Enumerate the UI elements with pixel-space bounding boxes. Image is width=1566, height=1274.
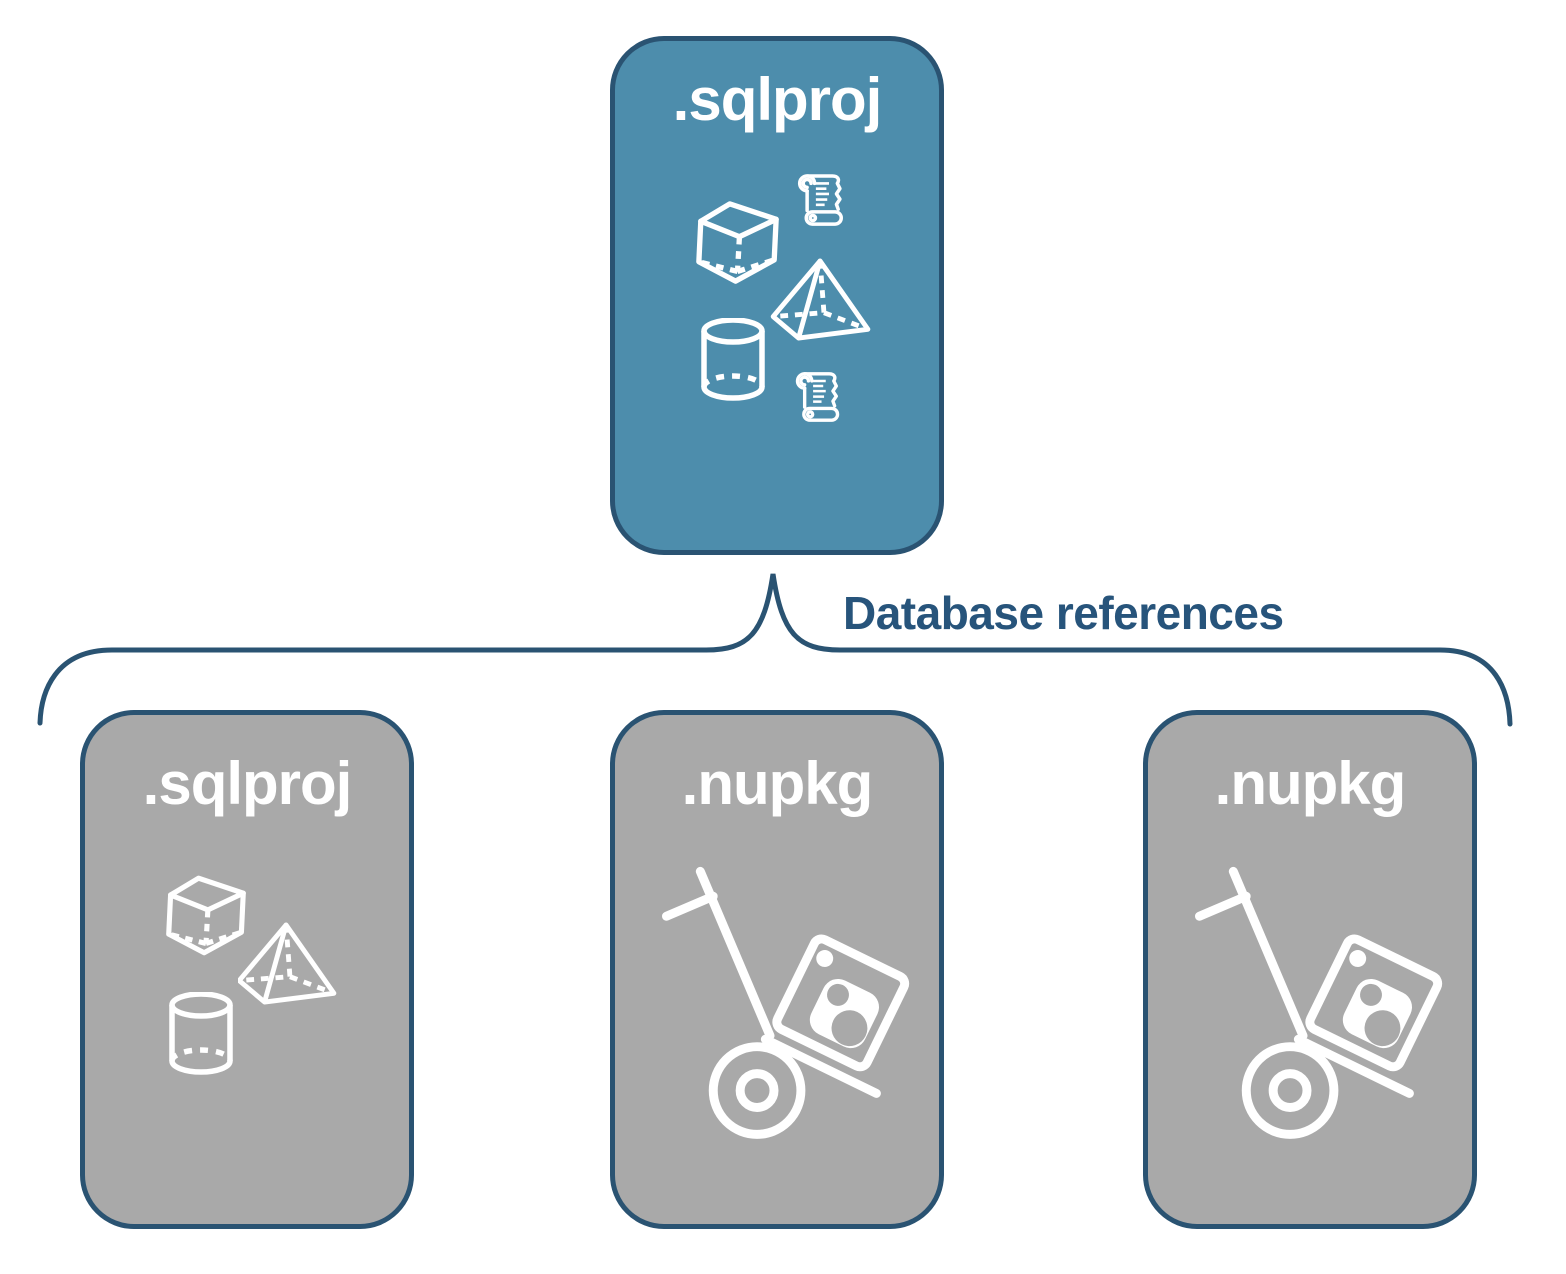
nuget-handtruck-icon bbox=[1148, 715, 1472, 1224]
child-box-title: .nupkg bbox=[1214, 750, 1407, 817]
root-sqlproj-box: .sqlproj bbox=[610, 36, 944, 555]
root-box-title: .sqlproj bbox=[672, 66, 883, 133]
child-box-title: .nupkg bbox=[681, 750, 874, 817]
scroll-icon bbox=[795, 172, 849, 228]
cylinder-icon bbox=[168, 992, 234, 1076]
scroll-icon bbox=[793, 370, 845, 424]
cylinder-icon bbox=[700, 318, 766, 402]
child-box-title: .sqlproj bbox=[142, 750, 353, 817]
child-nupkg-box-1: .nupkg bbox=[610, 710, 944, 1229]
nuget-handtruck-icon bbox=[615, 715, 939, 1224]
pyramid-icon bbox=[768, 258, 876, 341]
child-nupkg-box-2: .nupkg bbox=[1143, 710, 1477, 1229]
connector-label: Database references bbox=[843, 587, 1284, 639]
cube-icon bbox=[165, 873, 247, 958]
child-sqlproj-box: .sqlproj bbox=[80, 710, 414, 1229]
pyramid-icon bbox=[238, 922, 338, 1005]
